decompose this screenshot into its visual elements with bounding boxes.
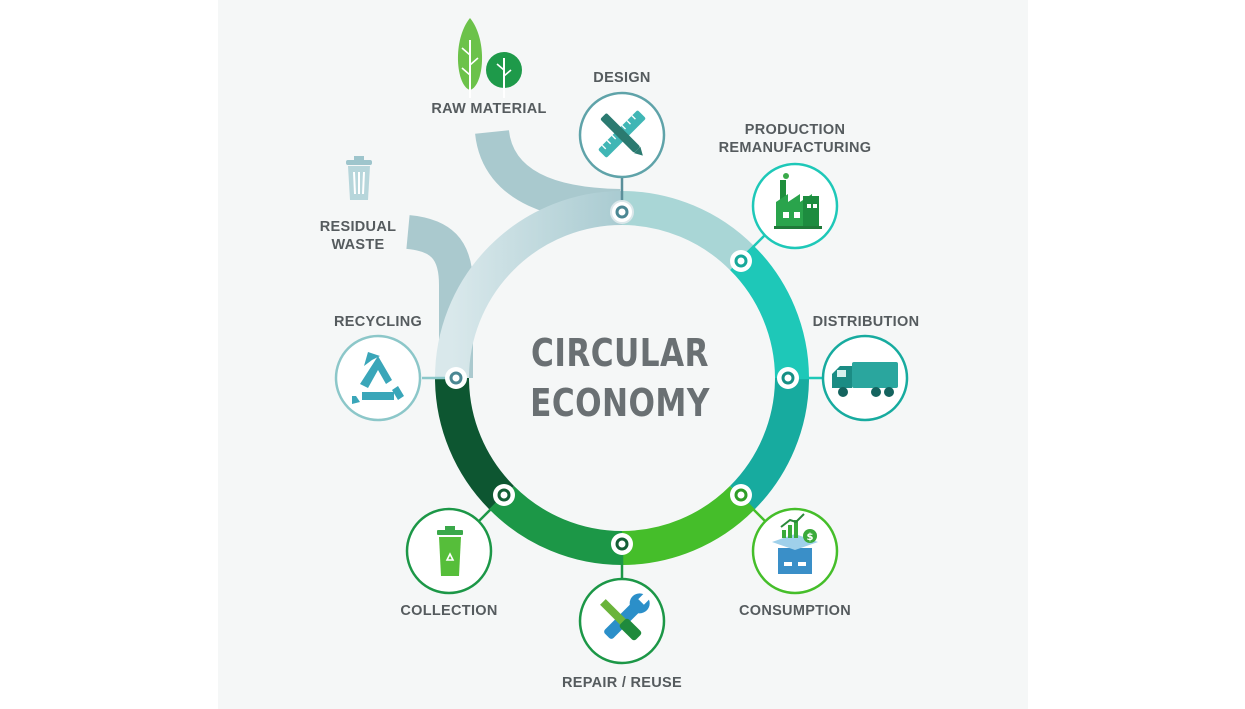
- trees-icon: [457, 18, 522, 98]
- label-remanufacturing: REMANUFACTURING: [718, 140, 872, 156]
- ring-segment-production-distribution: [729, 245, 809, 379]
- ring-segment-design-production: [621, 191, 755, 271]
- title-line-2: ECONOMY: [530, 381, 710, 425]
- ring-segment-recycling-design: [435, 191, 623, 379]
- factory-icon: [774, 173, 822, 229]
- label-production: PRODUCTION: [744, 122, 846, 138]
- residual-waste-outflow: [405, 215, 473, 378]
- label-waste: WASTE: [331, 237, 385, 253]
- label-repair-reuse: REPAIR / REUSE: [562, 675, 682, 691]
- label-raw-material: RAW MATERIAL: [431, 101, 547, 117]
- node-consumption: [730, 484, 752, 506]
- recycling-icon-circle: [334, 334, 422, 422]
- diagram-title: CIRCULAR ECONOMY: [497, 328, 743, 428]
- truck-icon: [832, 362, 898, 397]
- label-distribution: DISTRIBUTION: [812, 314, 920, 330]
- node-collection: [493, 484, 515, 506]
- pen-ruler-icon: [598, 110, 646, 158]
- recycle-arrows-icon: [352, 352, 404, 404]
- label-collection: COLLECTION: [400, 603, 498, 619]
- boxes-chart-icon: $: [772, 513, 818, 574]
- ring-segment-repair-collection: [489, 485, 623, 565]
- label-recycling: RECYCLING: [333, 314, 423, 330]
- label-consumption: CONSUMPTION: [738, 603, 852, 619]
- label-residual: RESIDUAL: [319, 219, 397, 235]
- node-design: [610, 200, 634, 224]
- node-distribution: [777, 367, 799, 389]
- label-design: DESIGN: [593, 70, 651, 86]
- ring-segment-distribution-consumption: [729, 377, 809, 511]
- node-production: [730, 250, 752, 272]
- ring-segment-collection-recycling: [435, 377, 515, 511]
- trash-can-icon: [346, 156, 372, 200]
- node-recycling: [445, 367, 467, 389]
- node-repair: [611, 533, 633, 555]
- wrench-screwdriver-icon: [600, 592, 651, 641]
- ring-segment-consumption-repair: [621, 485, 755, 565]
- recycle-bin-icon: [437, 526, 463, 576]
- title-line-1: CIRCULAR: [531, 331, 709, 375]
- svg-text:$: $: [807, 532, 814, 543]
